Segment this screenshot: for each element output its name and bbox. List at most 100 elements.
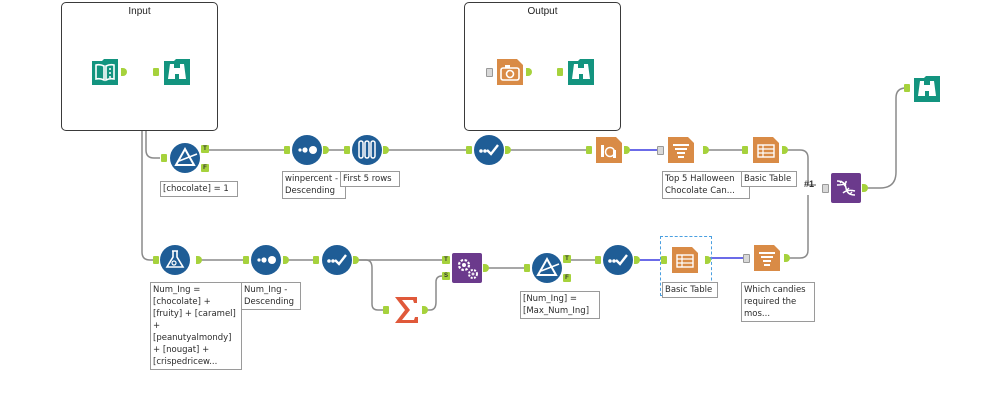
output-anchor[interactable]: [196, 256, 202, 264]
checkmark-icon: [603, 245, 633, 275]
connection-order-label: #1: [804, 179, 815, 189]
output-anchor[interactable]: [784, 254, 790, 262]
report-text-tool[interactable]: [666, 135, 696, 165]
browse-tool[interactable]: [162, 57, 192, 87]
select-tool[interactable]: [322, 245, 352, 275]
input-anchor[interactable]: [153, 256, 159, 264]
input-anchor[interactable]: [153, 68, 159, 76]
output-anchor[interactable]: [383, 146, 389, 154]
interactive-chart-tool[interactable]: [594, 135, 624, 165]
input-anchor[interactable]: [595, 256, 601, 264]
input-anchor[interactable]: [243, 256, 249, 264]
true-anchor[interactable]: T: [201, 145, 209, 153]
sort-annotation: Num_Ing - Descending: [241, 282, 301, 310]
output-anchor[interactable]: [634, 256, 640, 264]
wire: [784, 149, 816, 186]
table-icon: [672, 247, 698, 273]
target-anchor[interactable]: T: [442, 256, 450, 264]
filter-triangle-icon: [532, 253, 562, 283]
browse-tool[interactable]: [566, 57, 596, 87]
output-anchor[interactable]: [323, 146, 329, 154]
output-anchor[interactable]: [483, 264, 489, 272]
input-anchor[interactable]: [586, 146, 592, 154]
formula-annotation: Num_Ing = [chocolate] + [fruity] + [cara…: [150, 282, 242, 370]
input-anchor[interactable]: [524, 264, 530, 272]
sort-dots-icon: [292, 135, 322, 165]
true-anchor[interactable]: T: [563, 255, 571, 263]
test-tubes-icon: [352, 135, 382, 165]
select-tool[interactable]: [603, 245, 633, 275]
wire: [866, 87, 907, 189]
input-anchor[interactable]: [161, 154, 167, 162]
sample-annotation: First 5 rows: [340, 171, 400, 187]
input-anchor[interactable]: [822, 184, 829, 193]
output-anchor[interactable]: [624, 146, 630, 154]
container-output[interactable]: Output: [464, 2, 621, 131]
output-anchor[interactable]: [283, 256, 289, 264]
wire: [784, 195, 809, 259]
input-anchor[interactable]: [313, 256, 319, 264]
input-data-tool[interactable]: [90, 57, 120, 87]
sort-tool[interactable]: [292, 135, 322, 165]
select-tool[interactable]: [474, 135, 504, 165]
append-fields-tool[interactable]: [452, 253, 482, 283]
formula-tool[interactable]: [160, 245, 190, 275]
container-title: Output: [527, 6, 558, 17]
report-text-tool[interactable]: [752, 243, 782, 273]
output-anchor[interactable]: [353, 256, 359, 264]
filter-tool[interactable]: [170, 143, 200, 173]
input-anchor[interactable]: [466, 146, 472, 154]
summarize-tool[interactable]: [391, 295, 421, 325]
filter-annotation: [chocolate] = 1: [160, 181, 238, 197]
flask-icon: [160, 245, 190, 275]
input-anchor[interactable]: [743, 254, 750, 263]
input-anchor[interactable]: [344, 146, 350, 154]
input-anchor[interactable]: [557, 68, 563, 76]
binoculars-icon: [164, 59, 190, 85]
output-anchor[interactable]: [121, 68, 127, 76]
output-anchor[interactable]: [703, 146, 709, 154]
gears-icon: [452, 253, 482, 283]
input-anchor[interactable]: [661, 256, 667, 264]
dna-icon: [831, 173, 861, 203]
output-anchor[interactable]: [422, 306, 428, 314]
sort-tool[interactable]: [251, 245, 281, 275]
filter-tool[interactable]: [532, 253, 562, 283]
output-anchor[interactable]: [526, 68, 532, 76]
false-anchor[interactable]: F: [201, 164, 209, 172]
wire: [356, 259, 384, 311]
false-anchor[interactable]: F: [563, 274, 571, 282]
table-annotation: Basic Table: [741, 171, 797, 187]
output-anchor[interactable]: [505, 146, 511, 154]
output-anchor[interactable]: [862, 184, 868, 192]
image-tool[interactable]: [495, 57, 525, 87]
report-text-annotation: Top 5 Halloween Chocolate Can...: [662, 171, 750, 199]
sort-annotation: winpercent - Descending: [282, 171, 346, 199]
container-title: Input: [128, 6, 151, 17]
camera-icon: [497, 59, 523, 85]
table-tool[interactable]: [670, 245, 700, 275]
browse-tool[interactable]: [912, 74, 942, 104]
container-input[interactable]: Input: [61, 2, 218, 131]
table-annotation: Basic Table: [662, 282, 718, 298]
layout-tool[interactable]: [831, 173, 861, 203]
source-anchor[interactable]: S: [442, 272, 450, 280]
input-anchor[interactable]: [904, 84, 910, 92]
chart-icon: [596, 137, 622, 163]
report-text-annotation: Which candies required the mos...: [741, 282, 815, 322]
binoculars-icon: [914, 76, 940, 102]
input-anchor[interactable]: [657, 146, 664, 155]
output-anchor[interactable]: [782, 146, 788, 154]
sample-tool[interactable]: [352, 135, 382, 165]
input-anchor[interactable]: [742, 146, 748, 154]
text-lines-icon: [668, 137, 694, 163]
input-anchor[interactable]: [284, 146, 290, 154]
table-tool[interactable]: [751, 135, 781, 165]
input-anchor[interactable]: [383, 306, 389, 314]
sort-dots-icon: [251, 245, 281, 275]
book-icon: [92, 59, 118, 85]
wire: [424, 275, 443, 311]
input-anchor[interactable]: [486, 68, 493, 77]
output-anchor[interactable]: [705, 256, 711, 264]
